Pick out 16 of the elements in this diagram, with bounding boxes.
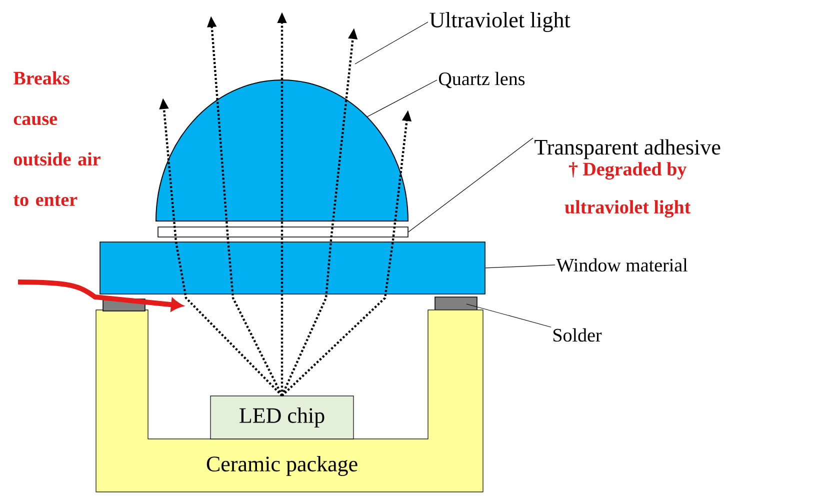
quartz-lens: [156, 80, 408, 222]
label: Window material: [556, 258, 688, 272]
label: Quartz lens: [439, 72, 525, 88]
leader-line: [408, 138, 534, 232]
led-chip: LED chip: [210, 396, 354, 440]
adhesive-layer: [158, 226, 408, 238]
label: Transparent adhesive † Degraded by ultraviolet light: [534, 139, 720, 218]
leader-line: [354, 22, 428, 64]
solder-pad: [434, 296, 478, 312]
leader-line: [366, 80, 438, 118]
label: Solder: [553, 328, 602, 342]
window-plate: [100, 242, 486, 294]
label: Ultraviolet light: [430, 12, 570, 32]
leader-line: [485, 264, 556, 268]
warning-text: Breaks cause outside air to enter: [14, 71, 100, 206]
leader-line: [466, 304, 552, 328]
